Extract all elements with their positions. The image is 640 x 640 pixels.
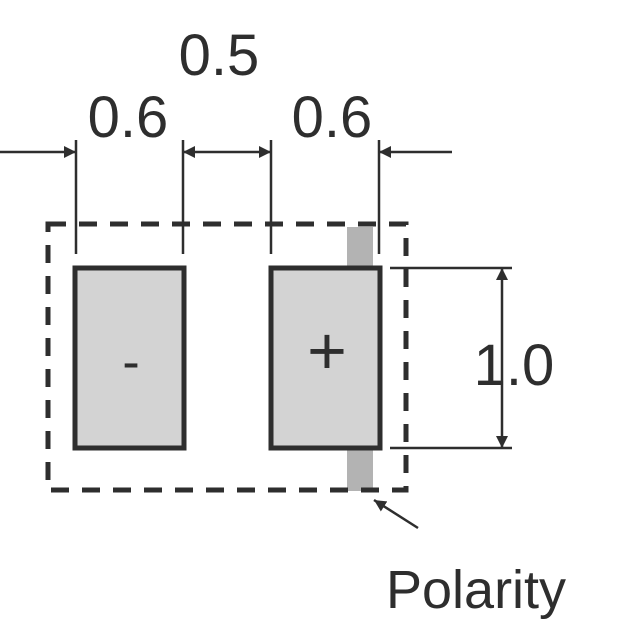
pad-width-right-label: 0.6 bbox=[292, 85, 373, 150]
pitch-label: 0.5 bbox=[179, 23, 260, 88]
height-dimension bbox=[390, 266, 512, 450]
pad-height-label: 1.0 bbox=[474, 333, 555, 398]
polarity-label: Polarity bbox=[386, 560, 566, 620]
pad-positive bbox=[268, 265, 383, 451]
extension-lines bbox=[74, 140, 381, 254]
pad-width-left-label: 0.6 bbox=[88, 85, 169, 150]
polarity-pointer bbox=[373, 498, 419, 530]
pad-positive-symbol: + bbox=[307, 313, 347, 389]
pad-negative bbox=[72, 265, 187, 451]
pad-negative-symbol: - bbox=[122, 334, 139, 392]
